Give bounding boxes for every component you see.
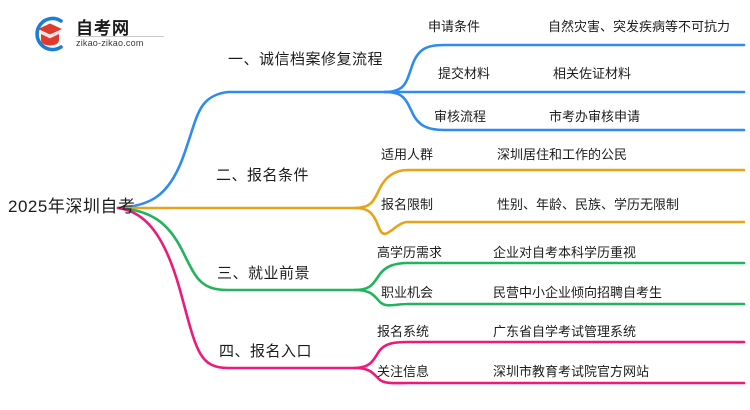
subbranch-value-3-1[interactable]: 企业对自考本科学历重视 [493,245,637,260]
logo-divider [76,36,164,37]
connector-branch-3 [116,206,746,307]
branch-label-2[interactable]: 二、报名条件 [216,167,310,184]
subbranch-value-1-2[interactable]: 相关佐证材料 [553,66,632,81]
subbranch-value-2-1[interactable]: 深圳居住和工作的公民 [497,147,628,162]
mindmap-root-node[interactable]: 2025年深圳自考 [8,197,136,216]
subbranch-value-1-1[interactable]: 自然灾害、突发疾病等不可抗力 [548,19,731,34]
connector-branch-4 [116,206,746,385]
subbranch-label-2-2[interactable]: 报名限制 [381,197,434,212]
branch-label-3[interactable]: 三、就业前景 [217,265,311,282]
branch-label-1[interactable]: 一、诚信档案修复流程 [228,51,384,68]
connector-branch-2 [116,168,746,236]
subbranch-label-3-1[interactable]: 高学历需求 [377,245,443,260]
connector-branch-1 [116,43,746,210]
subbranch-value-2-2[interactable]: 性别、年龄、民族、学历无限制 [497,197,680,212]
logo-mark-icon [35,16,63,52]
subbranch-value-4-1[interactable]: 广东省自学考试管理系统 [493,324,637,339]
logo-brand-url: zikao-zikao.com [76,38,144,48]
subbranch-label-1-2[interactable]: 提交材料 [438,66,491,81]
subbranch-label-4-1[interactable]: 报名系统 [377,324,430,339]
subbranch-label-3-2[interactable]: 职业机会 [381,285,434,300]
subbranch-label-1-3[interactable]: 审核流程 [434,109,487,124]
subbranch-label-2-1[interactable]: 适用人群 [381,147,434,162]
logo-brand-cn: 自考网 [76,19,130,38]
subbranch-label-4-2[interactable]: 关注信息 [377,364,430,379]
site-logo: 自考网 zikao-zikao.com [28,12,168,56]
subbranch-label-1-1[interactable]: 申请条件 [428,19,481,34]
branch-label-4[interactable]: 四、报名入口 [219,343,313,360]
subbranch-value-1-3[interactable]: 市考办审核申请 [549,109,641,124]
subbranch-value-4-2[interactable]: 深圳市教育考试院官方网站 [493,364,650,379]
subbranch-value-3-2[interactable]: 民营中小企业倾向招聘自考生 [493,285,663,300]
